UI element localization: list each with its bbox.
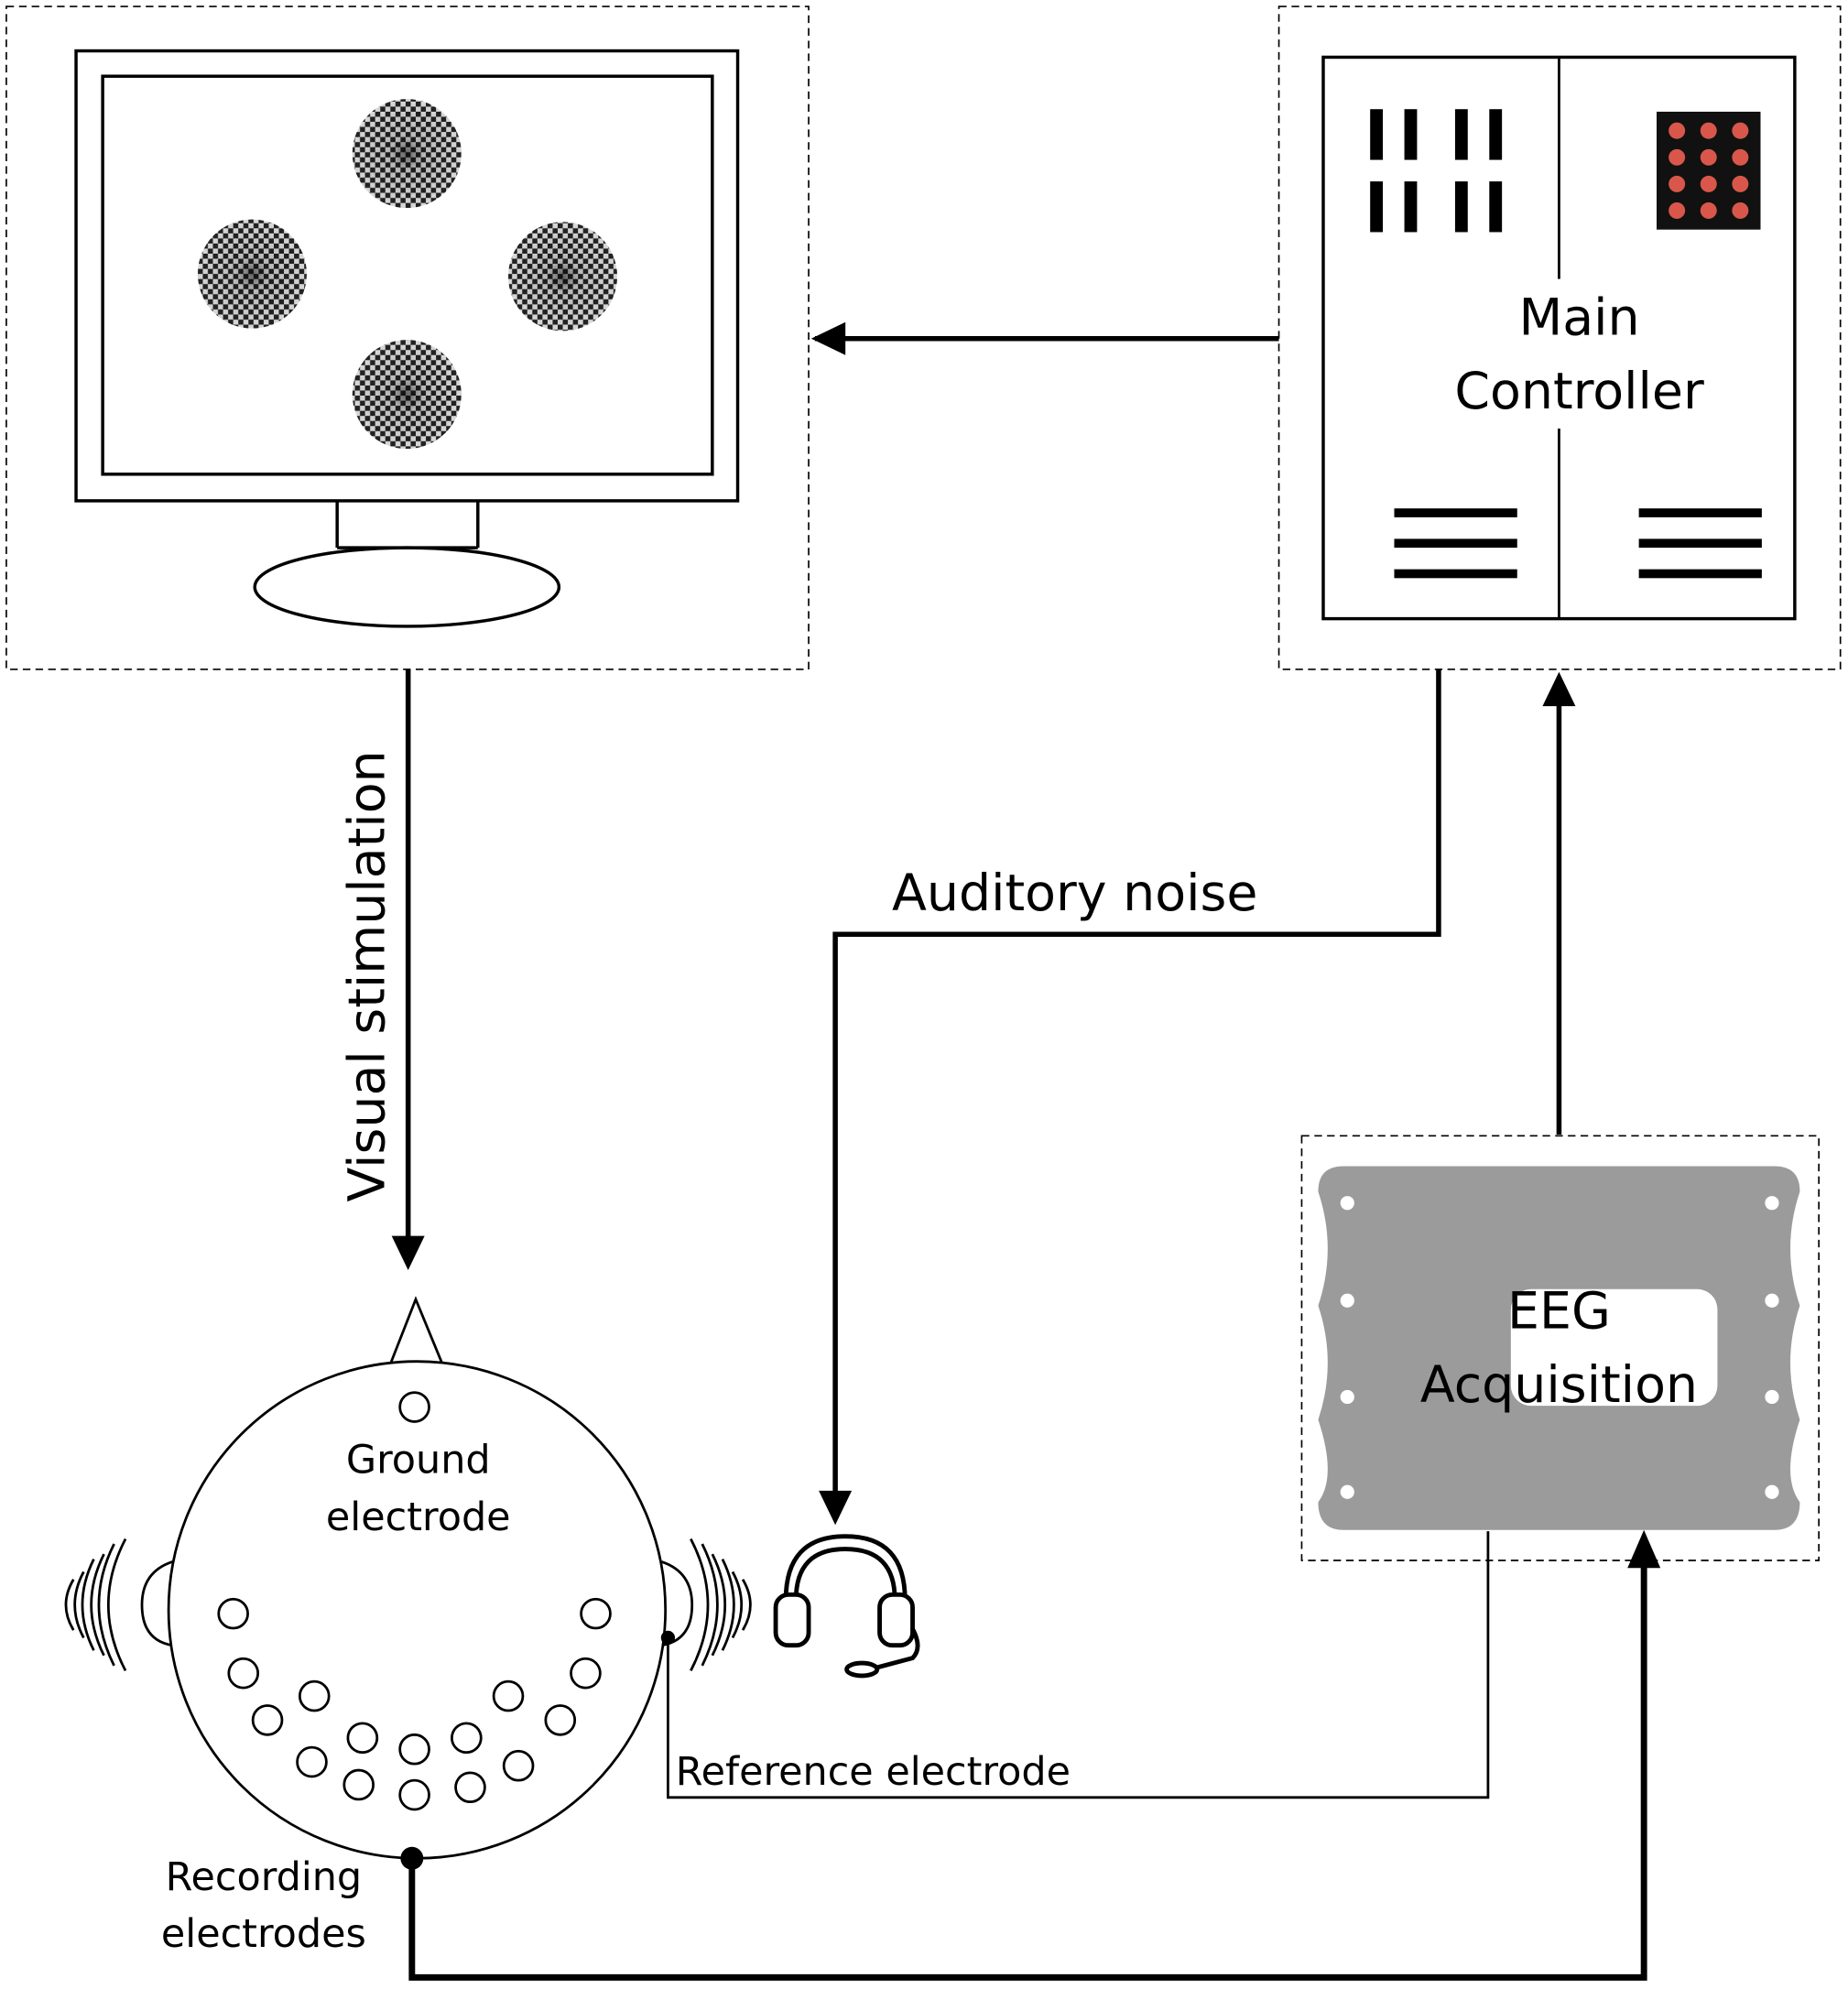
sound-waves-icon xyxy=(64,1538,752,1672)
ground-electrode-label-line2: electrode xyxy=(326,1494,511,1540)
electrode xyxy=(251,1704,284,1736)
head-icon xyxy=(140,1296,694,1870)
nose xyxy=(389,1296,444,1364)
electrode xyxy=(454,1771,486,1804)
right-ear xyxy=(661,1560,694,1647)
electrode xyxy=(217,1597,249,1630)
ground-electrode-label-line1: Ground xyxy=(346,1437,491,1483)
electrode xyxy=(298,1679,331,1712)
electrode xyxy=(398,1733,430,1766)
recording-electrode-dot xyxy=(400,1846,424,1870)
connection-lines xyxy=(405,335,1647,1981)
monitor-group xyxy=(5,5,810,670)
headphones-icon xyxy=(773,1534,920,1679)
electrode xyxy=(580,1597,612,1630)
recording-electrodes-label-line2: electrodes xyxy=(161,1911,366,1957)
eeg-group: EEG Acquisition xyxy=(1300,1135,1820,1561)
arrowheads xyxy=(391,321,1661,1569)
visual-stimulation-label: Visual stimulation xyxy=(338,750,397,1201)
left-ear xyxy=(140,1560,173,1647)
arrowhead-up-eeg xyxy=(1627,1529,1661,1569)
auditory-noise-label: Auditory noise xyxy=(892,864,1257,923)
arrowhead-down-visual xyxy=(391,1235,425,1271)
controller-group: Main Controller xyxy=(1277,5,1842,670)
indicator-dots xyxy=(1669,122,1749,219)
electrode xyxy=(346,1722,379,1755)
reference-electrode-dot xyxy=(660,1630,676,1646)
checkerboard-stimulus-left xyxy=(197,219,307,329)
arrowhead-left xyxy=(810,321,846,355)
electrode xyxy=(398,1778,430,1811)
reference-electrode-label: Reference electrode xyxy=(676,1749,1071,1795)
electrode xyxy=(570,1657,602,1690)
recording-electrode-array xyxy=(217,1597,612,1811)
checkerboard-stimulus-bottom xyxy=(352,340,462,450)
main-controller-label-line1: Main xyxy=(1518,289,1639,348)
checkerboard-stimulus-right xyxy=(508,222,618,332)
recording-electrodes-label-line1: Recording xyxy=(166,1854,363,1900)
recording-electrodes-line xyxy=(408,1565,1647,1981)
checkerboard-stimulus-top xyxy=(352,99,462,209)
eeg-box xyxy=(1300,1135,1820,1561)
arrowhead-up-controller xyxy=(1542,671,1576,707)
electrode xyxy=(296,1745,328,1778)
eeg-label-line1: EEG xyxy=(1507,1283,1611,1342)
arrowhead-down-audio xyxy=(819,1490,853,1526)
ground-electrode xyxy=(398,1391,430,1423)
eeg-device-icon xyxy=(1318,1166,1800,1530)
electrode xyxy=(502,1749,535,1782)
electrode xyxy=(342,1768,375,1801)
eeg-label-line2: Acquisition xyxy=(1420,1356,1698,1415)
auditory-noise-line xyxy=(832,668,1441,1496)
controller-icon xyxy=(1321,55,1797,621)
electrode xyxy=(451,1722,483,1755)
reference-electrode-line xyxy=(667,1531,1490,1799)
electrode xyxy=(492,1679,525,1712)
electrode xyxy=(544,1704,577,1736)
main-controller-label-line2: Controller xyxy=(1454,363,1704,421)
electrode xyxy=(227,1657,260,1690)
